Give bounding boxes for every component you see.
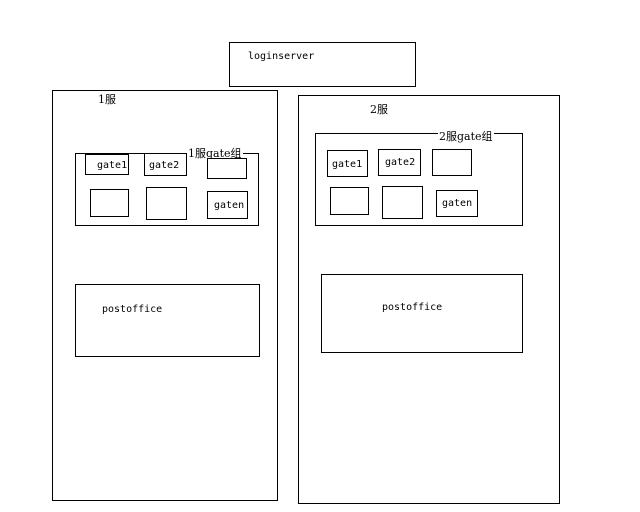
server-1-box: 1服 1服gate组 gate1 gate2 gaten postoffice — [52, 90, 278, 501]
server-1-postoffice-label: postoffice — [102, 304, 163, 315]
server-2-postoffice-box: postoffice — [321, 274, 523, 353]
server-1-gate-n: gaten — [207, 191, 248, 219]
loginserver-label: loginserver — [248, 51, 315, 62]
gate-label: gate2 — [385, 157, 416, 168]
server-1-gate-3 — [207, 158, 247, 179]
server-2-label: 2服 — [370, 103, 388, 116]
server-2-postoffice-label: postoffice — [382, 302, 443, 313]
gate-label: gaten — [214, 200, 245, 211]
gate-label: gate1 — [332, 159, 363, 170]
server-2-gate-group: 2服gate组 gate1 gate2 gaten — [315, 130, 523, 226]
server-1-postoffice-box: postoffice — [75, 284, 260, 357]
server-2-gate-3 — [432, 149, 472, 176]
gate-label: gate2 — [149, 160, 180, 171]
server-2-gate-1: gate1 — [327, 150, 368, 177]
server-1-gate-5 — [146, 187, 187, 220]
server-1-label: 1服 — [98, 93, 116, 106]
server-2-gate-n: gaten — [436, 190, 478, 217]
server-2-gate-2: gate2 — [378, 149, 421, 176]
server-2-gate-5 — [382, 186, 423, 219]
gate-label: gate1 — [97, 160, 128, 171]
server-2-box: 2服 2服gate组 gate1 gate2 gaten postoffice — [298, 95, 560, 504]
server-1-gate-group: 1服gate组 gate1 gate2 gaten — [75, 147, 259, 226]
server-2-gate-group-title: 2服gate组 — [438, 130, 494, 143]
loginserver-box: loginserver — [229, 42, 416, 87]
gate-label: gaten — [442, 198, 473, 209]
server-1-gate-group-title: 1服gate组 — [187, 147, 243, 160]
server-1-gate-4 — [90, 189, 129, 217]
server-1-gate-2: gate2 — [144, 153, 187, 176]
server-2-gate-4 — [330, 187, 369, 215]
server-1-gate-1: gate1 — [85, 154, 129, 175]
